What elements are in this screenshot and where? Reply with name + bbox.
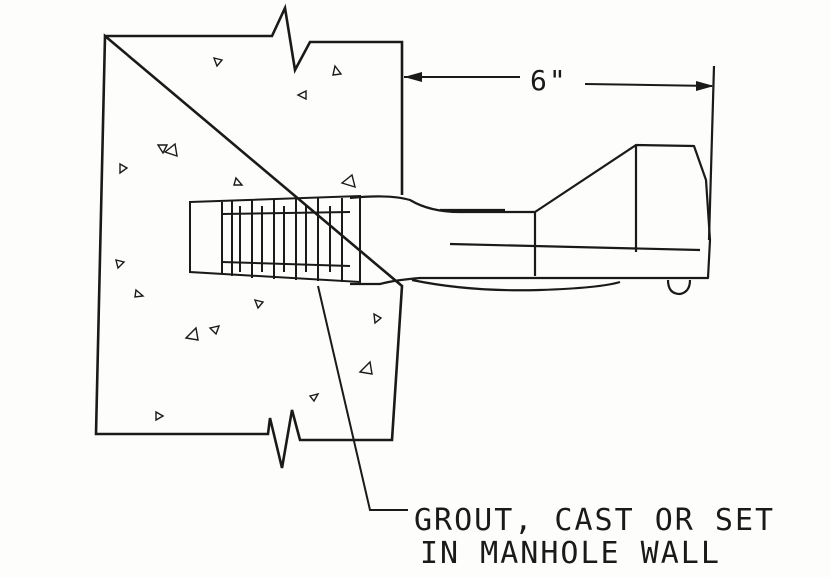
dimension-label: 6" [530,64,568,97]
callout-leader [317,285,408,511]
callout-text-line-1: GROUT, CAST OR SET [414,503,775,538]
manhole-wall-outline [94,3,404,469]
concrete-aggregate-hatching [115,56,383,422]
grout-boot-insert [189,194,361,284]
dimension-6in [404,65,716,241]
pipe-connector [349,143,712,296]
callout-text-line-2: IN MANHOLE WALL [420,536,721,571]
